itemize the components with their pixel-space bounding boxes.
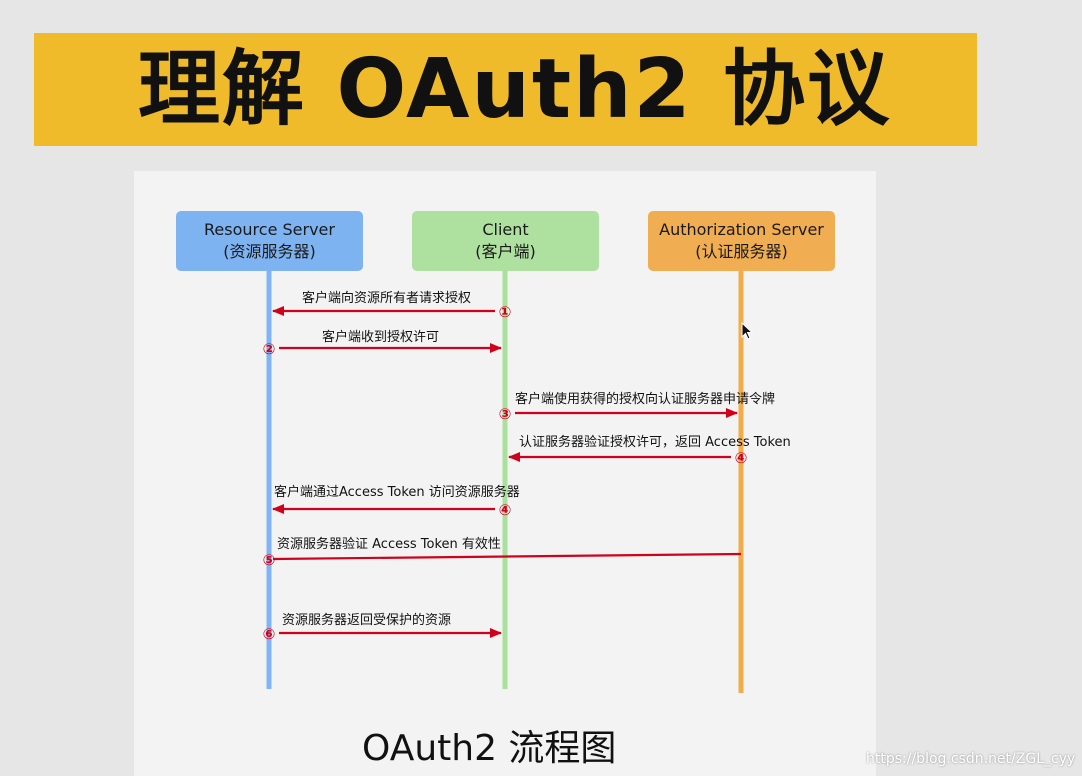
title-banner: 理解 OAuth2 协议 xyxy=(34,33,977,146)
message-label-2: 客户端收到授权许可 xyxy=(322,330,440,345)
step-number-6: ⑤ xyxy=(263,551,276,569)
actor-name: Resource Server xyxy=(204,220,335,239)
actor-resource-server: Resource Server (资源服务器) xyxy=(176,211,363,271)
message-label-3: 客户端使用获得的授权向认证服务器申请令牌 xyxy=(515,392,776,407)
step-number-4: ④ xyxy=(735,449,748,467)
message-label-7: 资源服务器返回受保护的资源 xyxy=(282,613,452,628)
actor-subtitle: (认证服务器) xyxy=(695,242,788,261)
diagram-caption: OAuth2 流程图 xyxy=(362,728,617,769)
actor-subtitle: (资源服务器) xyxy=(223,242,316,261)
mouse-pointer-icon xyxy=(741,322,753,340)
message-arrow-6 xyxy=(272,552,742,561)
step-number-2: ② xyxy=(263,340,276,358)
message-label-4: 认证服务器验证授权许可，返回 Access Token xyxy=(519,435,791,450)
step-number-1: ① xyxy=(499,303,512,321)
actor-authorization-server: Authorization Server (认证服务器) xyxy=(648,211,835,271)
actor-name: Authorization Server xyxy=(659,220,824,239)
message-label-5: 客户端通过Access Token 访问资源服务器 xyxy=(274,485,520,500)
sequence-diagram: ① ② ③ ④ ④ ⑤ ⑥ Resource Server (资源服务器) Client (… xyxy=(134,171,876,776)
watermark: https://blog.csdn.net/ZGL_cyy xyxy=(866,751,1076,767)
actor-name: Client xyxy=(482,220,529,239)
step-number-5: ④ xyxy=(499,501,512,519)
actor-client: Client (客户端) xyxy=(412,211,599,271)
message-label-1: 客户端向资源所有者请求授权 xyxy=(302,291,472,306)
actor-subtitle: (客户端) xyxy=(475,242,536,261)
diagram-canvas: ① ② ③ ④ ④ ⑤ ⑥ xyxy=(263,269,748,693)
message-label-6: 资源服务器验证 Access Token 有效性 xyxy=(277,537,501,552)
step-number-3: ③ xyxy=(499,405,512,423)
step-number-7: ⑥ xyxy=(263,625,276,643)
slide-title: 理解 OAuth2 协议 xyxy=(138,42,892,137)
